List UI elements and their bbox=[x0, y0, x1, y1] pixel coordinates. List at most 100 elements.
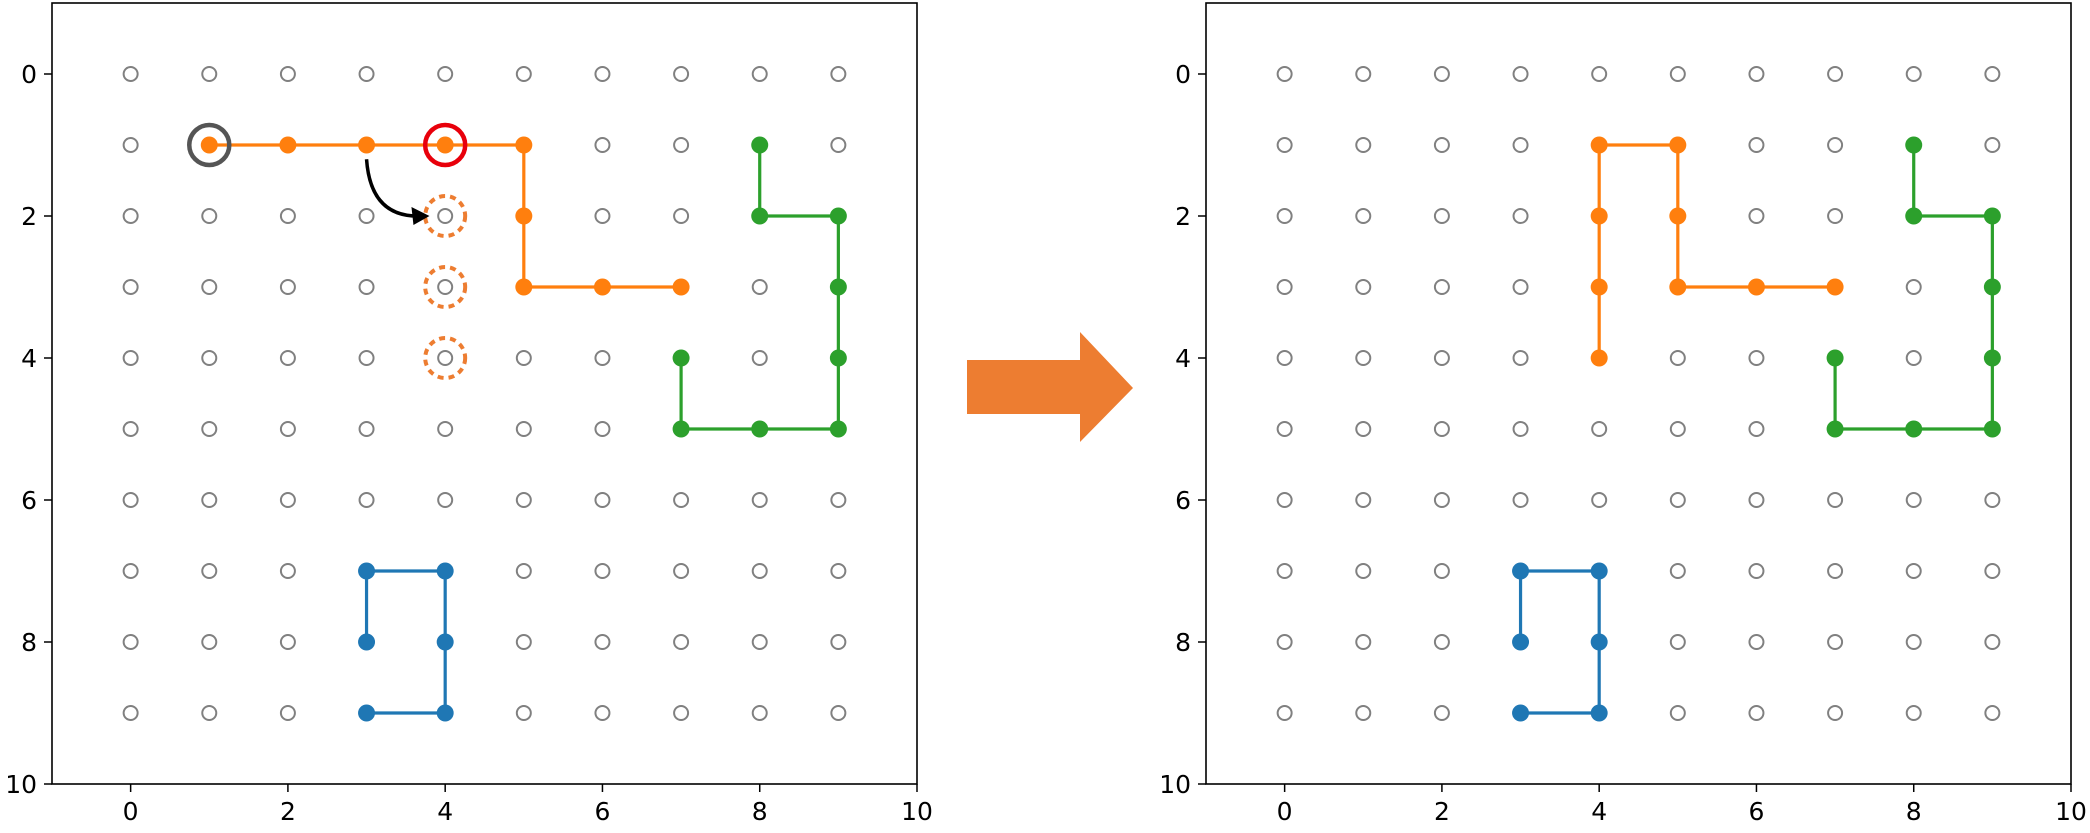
x-tick-label: 4 bbox=[1591, 797, 1607, 826]
y-tick-label: 4 bbox=[1175, 344, 1191, 373]
grid-point bbox=[1591, 66, 1608, 82]
grid-point bbox=[201, 705, 218, 721]
orange-chain-point bbox=[593, 278, 611, 296]
plot-frame bbox=[1205, 2, 2072, 785]
y-tick-label: 6 bbox=[1175, 486, 1191, 515]
orange-chain-point bbox=[1590, 278, 1608, 296]
grid-point bbox=[279, 705, 296, 721]
x-tick-label: 2 bbox=[1434, 797, 1450, 826]
grid-point bbox=[437, 421, 454, 437]
grid-point bbox=[515, 705, 532, 721]
candidate-position-ring bbox=[423, 194, 468, 238]
orange-chain-point bbox=[515, 136, 533, 154]
grid-point bbox=[279, 208, 296, 224]
x-tick-label: 6 bbox=[595, 797, 611, 826]
grid-point bbox=[1355, 350, 1372, 366]
grid-point bbox=[201, 563, 218, 579]
grid-point bbox=[1276, 350, 1293, 366]
grid-point bbox=[122, 350, 139, 366]
orange-chain-point bbox=[515, 207, 533, 225]
blue-chain-point bbox=[1590, 633, 1608, 651]
grid-point bbox=[1276, 421, 1293, 437]
grid-point bbox=[1984, 66, 2001, 82]
grid-point bbox=[1669, 492, 1686, 508]
grid-point bbox=[1827, 563, 1844, 579]
grid-point bbox=[830, 137, 847, 153]
grid-point bbox=[515, 421, 532, 437]
grid-point bbox=[1355, 705, 1372, 721]
move-arrow bbox=[364, 159, 418, 218]
grid-point bbox=[1433, 279, 1450, 295]
grid-point bbox=[594, 66, 611, 82]
grid-point bbox=[1355, 421, 1372, 437]
green-chain-point bbox=[672, 420, 690, 438]
x-tick-label: 4 bbox=[437, 797, 453, 826]
grid-point bbox=[673, 492, 690, 508]
y-tick-label: 2 bbox=[1175, 202, 1191, 231]
grid-point bbox=[437, 350, 454, 366]
y-tick-label: 0 bbox=[1175, 60, 1191, 89]
grid-point bbox=[1984, 563, 2001, 579]
grid-point bbox=[1433, 705, 1450, 721]
grid-point bbox=[1748, 563, 1765, 579]
y-tick-label: 10 bbox=[1159, 770, 1191, 799]
y-tick-label: 8 bbox=[1175, 628, 1191, 657]
grid-point bbox=[830, 66, 847, 82]
y-tick-label: 0 bbox=[21, 60, 37, 89]
y-tick-label: 8 bbox=[21, 628, 37, 657]
grid-point bbox=[1827, 208, 1844, 224]
orange-chain-point bbox=[672, 278, 690, 296]
grid-point bbox=[515, 492, 532, 508]
green-chain-point bbox=[1983, 207, 2001, 225]
grid-point bbox=[1276, 137, 1293, 153]
grid-point bbox=[1276, 279, 1293, 295]
orange-chain-point bbox=[1826, 278, 1844, 296]
plot-frame bbox=[51, 2, 918, 785]
grid-point bbox=[1276, 705, 1293, 721]
grid-point bbox=[1669, 350, 1686, 366]
grid-point bbox=[1512, 208, 1529, 224]
blue-chain-point bbox=[1512, 704, 1530, 722]
orange-chain-point bbox=[1590, 349, 1608, 367]
grid-point bbox=[122, 705, 139, 721]
grid-point bbox=[1276, 492, 1293, 508]
green-chain-point bbox=[1826, 420, 1844, 438]
grid-point bbox=[122, 421, 139, 437]
grid-point bbox=[1355, 279, 1372, 295]
grid-point bbox=[1512, 350, 1529, 366]
grid-point bbox=[1748, 492, 1765, 508]
orange-chain-point bbox=[1590, 207, 1608, 225]
grid-point bbox=[437, 492, 454, 508]
grid-point bbox=[673, 137, 690, 153]
grid-point bbox=[1433, 208, 1450, 224]
grid-point bbox=[1905, 563, 1922, 579]
grid-point bbox=[830, 705, 847, 721]
grid-point bbox=[594, 492, 611, 508]
grid-point bbox=[358, 492, 375, 508]
x-tick-label: 8 bbox=[1906, 797, 1922, 826]
grid-point bbox=[1748, 350, 1765, 366]
grid-point bbox=[122, 492, 139, 508]
green-chain-point bbox=[829, 349, 847, 367]
grid-point bbox=[751, 634, 768, 650]
grid-point bbox=[515, 634, 532, 650]
grid-point bbox=[1669, 634, 1686, 650]
grid-point bbox=[594, 208, 611, 224]
green-chain-point bbox=[1905, 420, 1923, 438]
grid-point bbox=[1669, 705, 1686, 721]
grid-point bbox=[673, 634, 690, 650]
orange-chain-point bbox=[1590, 136, 1608, 154]
orange-chain-point bbox=[358, 136, 376, 154]
grid-point bbox=[1591, 492, 1608, 508]
grid-point bbox=[279, 421, 296, 437]
grid-point bbox=[1591, 421, 1608, 437]
grid-point bbox=[1355, 563, 1372, 579]
grid-point bbox=[279, 66, 296, 82]
green-chain-point bbox=[751, 420, 769, 438]
green-chain-point bbox=[751, 136, 769, 154]
grid-point bbox=[1433, 563, 1450, 579]
grid-point bbox=[1748, 421, 1765, 437]
grid-point bbox=[1512, 421, 1529, 437]
grid-point bbox=[1905, 705, 1922, 721]
grid-point bbox=[1905, 634, 1922, 650]
